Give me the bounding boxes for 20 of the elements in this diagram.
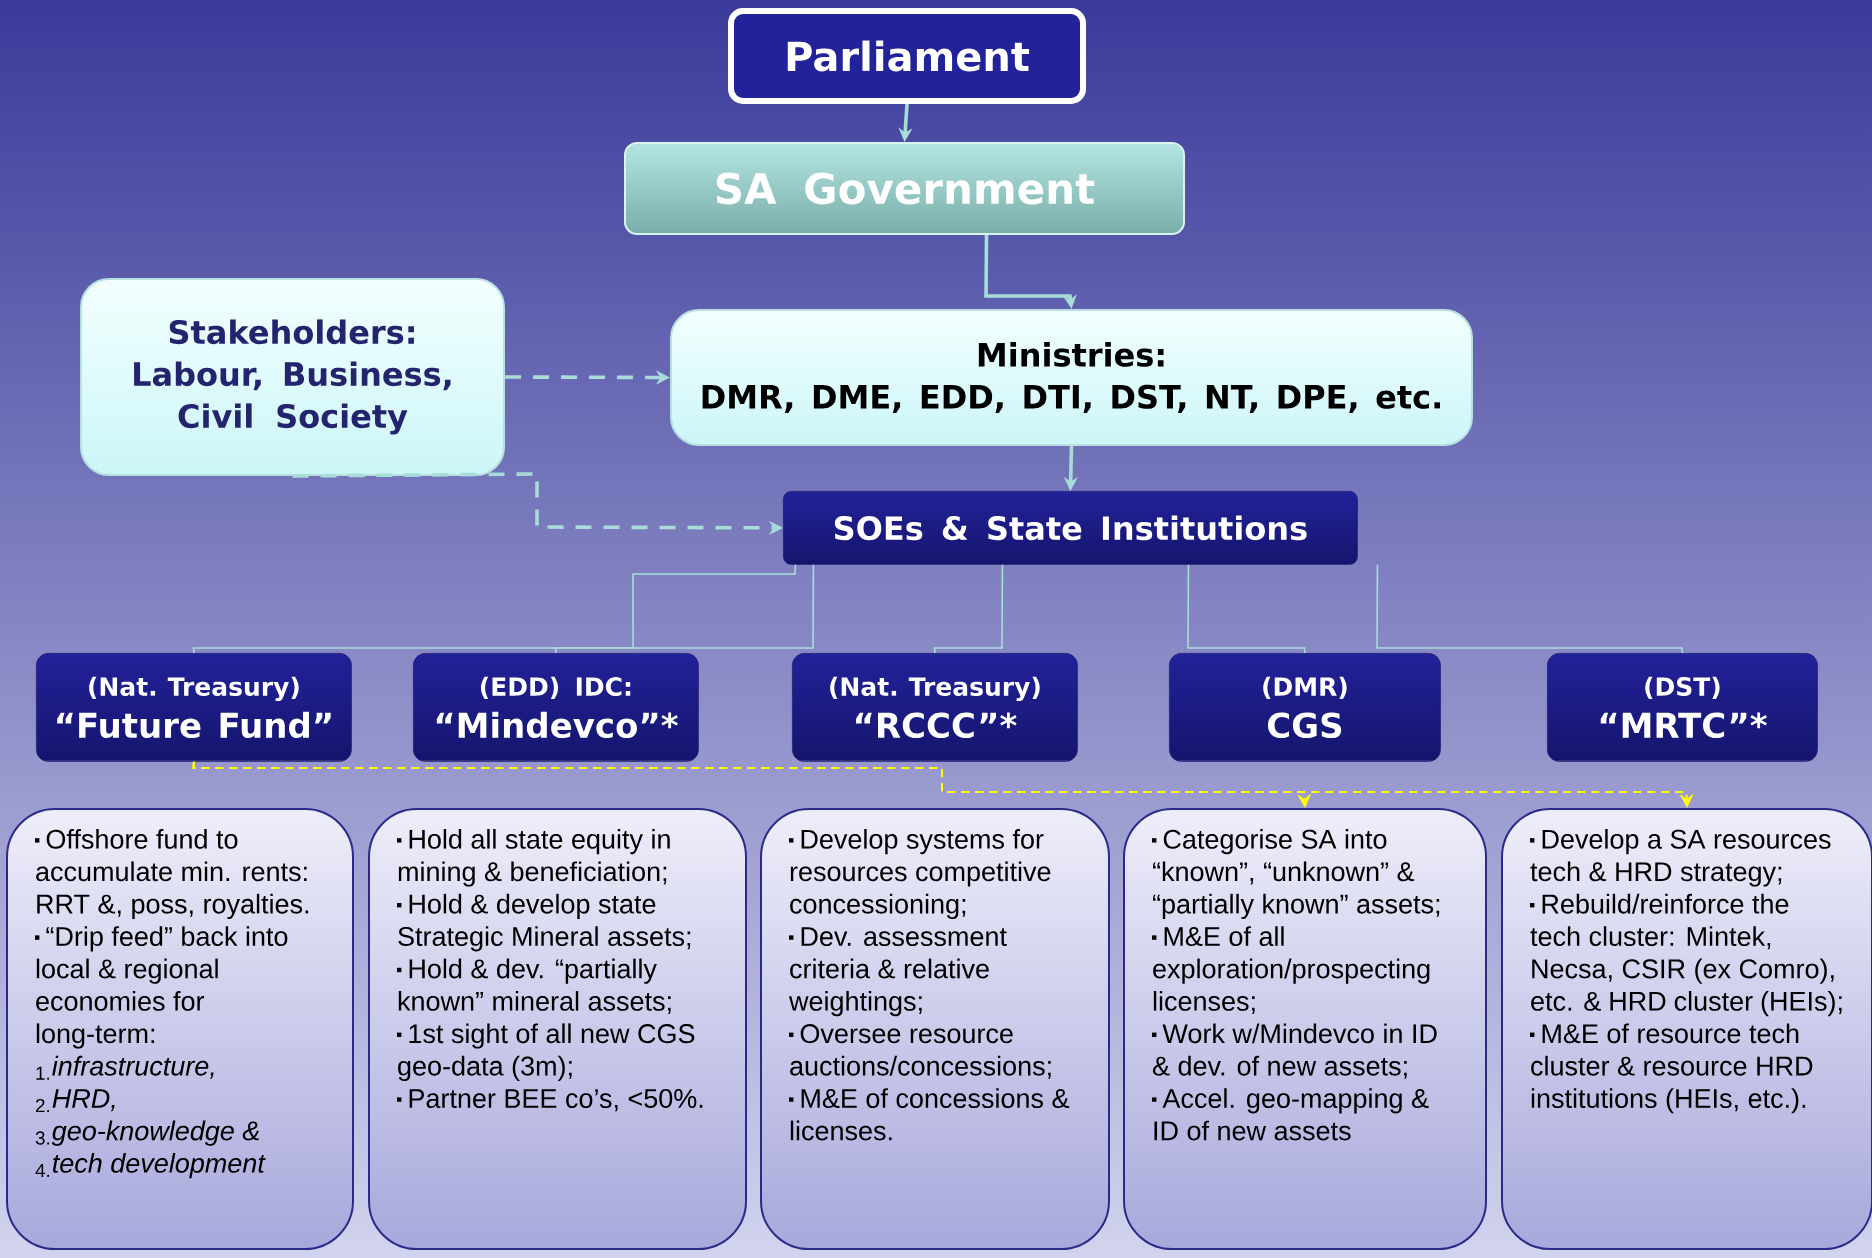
connector-line: [192, 564, 797, 654]
government-box: SA Government: [624, 142, 1185, 235]
process-box: Ministries: DMR, DME, EDD, DTI, DST, NT, DPE, etc.: [670, 309, 1474, 446]
connector-line: [1187, 564, 1306, 654]
agency-box: (DMR) CGS: [1169, 653, 1441, 762]
connector-line: [1376, 564, 1684, 654]
description-box: Hold all state equity in mining & beneficiation; Hold & develop state Strategic Mineral assets; Hold & dev. “partially known” mineral assets; 1st sight of all new CGS geo-data (3m); Partner BEE co’s, <50%.: [368, 808, 747, 1250]
description-box: Develop a SA resources tech & HRD strategy; Rebuild/reinforce the tech cluster: Mintek, Necsa, CSIR (ex Comro), etc. & HRD cluster (HEIs); M&E of resource tech cluster & resource HRD institutions (HEIs, etc.).: [1501, 808, 1872, 1250]
process-box: Stakeholders: Labour, Business, Civil Society: [80, 278, 505, 476]
description-box: Categorise SA into “known”, “unknown” & “partially known” assets; M&E of all exploration/prospecting licenses; Work w/Mindevco in ID & dev. of new assets; Accel. geo-mapping & ID of new assets: [1123, 808, 1487, 1250]
description-box: Offshore fund to accumulate min. rents: RRT &, poss, royalties. “Drip feed” back into local & regional economies for long-term: $_{1.}$infrastructure, $_{2.}$HRD, $_{3.}$geo-knowledge & $_{4.}$tech development: [6, 808, 354, 1250]
connector-line: [933, 564, 1004, 654]
agency-box: (Nat. Treasury) “RCCC”*: [792, 653, 1078, 762]
title-box: Parliament: [728, 8, 1086, 104]
agency-box: (DST) “MRTC”*: [1547, 653, 1818, 762]
connector-line: [554, 564, 815, 654]
agency-box: (EDD) IDC: “Mindevco”*: [413, 653, 699, 762]
description-box: Develop systems for resources competitive concessioning; Dev. assessment criteria & relative weightings; Oversee resource auctions/concessions; M&E of concessions & licenses.: [760, 808, 1110, 1250]
process-box: SOEs & State Institutions: [783, 491, 1358, 565]
agency-box: (Nat. Treasury) “Future Fund”: [36, 653, 352, 762]
